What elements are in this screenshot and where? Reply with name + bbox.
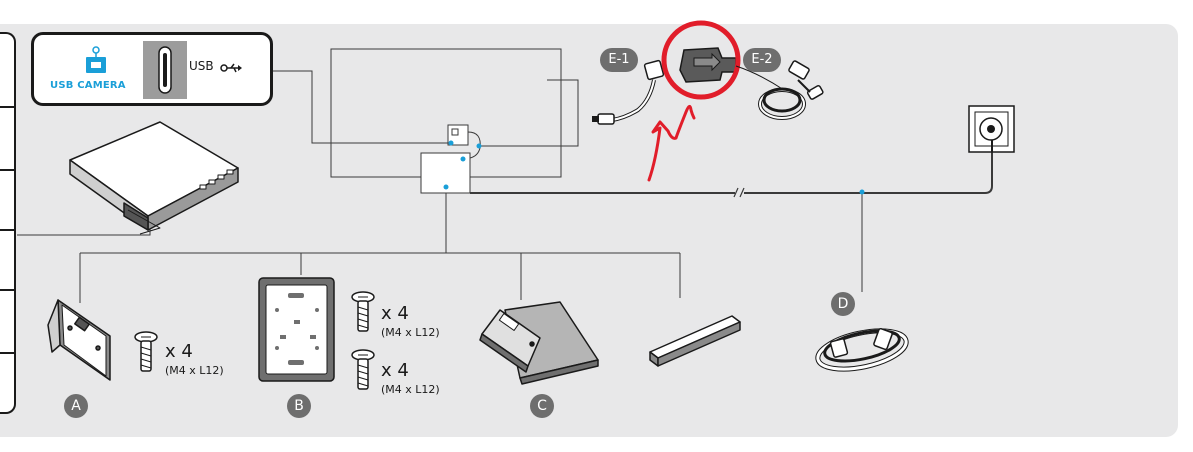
sidebar-divider <box>0 106 14 108</box>
wall-outlet-icon <box>968 105 1015 153</box>
cable-e2-icon <box>735 60 824 120</box>
callout-badge-c: C <box>530 394 554 418</box>
screw-b2-icon <box>351 349 375 390</box>
callout-badge-e1: E-1 <box>600 48 638 72</box>
usb-symbol-icon <box>220 63 242 73</box>
screw-a-icon <box>134 331 158 372</box>
sidebar-divider <box>0 169 14 171</box>
usb-camera-icon <box>86 46 106 73</box>
mini-pc-icon <box>69 121 239 235</box>
wall-bracket-a-icon <box>47 299 111 381</box>
screw-b1-quantity: x 4 <box>381 303 409 324</box>
screw-b1-icon <box>351 291 375 332</box>
sidebar-divider <box>0 289 14 291</box>
callout-badge-a: A <box>64 394 88 418</box>
sidebar-divider <box>0 229 14 231</box>
stand-bar-icon <box>649 315 741 367</box>
callout-badge-d: D <box>831 292 855 316</box>
power-cable <box>470 152 993 198</box>
callout-badge-e2: E-2 <box>743 48 781 72</box>
screw-b1-spec: (M4 x L12) <box>381 326 440 339</box>
usb-camera-label: USB CAMERA <box>50 80 126 91</box>
stand-c-icon <box>479 301 599 385</box>
cable-e1-icon <box>592 59 665 125</box>
sidebar-frame <box>0 32 16 414</box>
annotation-arrow <box>647 105 696 182</box>
screw-a-quantity: x 4 <box>165 341 193 362</box>
adapter-e2-icon <box>679 47 737 83</box>
highlight-circle <box>661 20 741 100</box>
usb-callout-art <box>86 41 242 99</box>
usb-port-label: USB <box>189 59 214 73</box>
screw-b2-spec: (M4 x L12) <box>381 383 440 396</box>
callout-badge-b: B <box>287 394 311 418</box>
usb-port-callout: USB CAMERA USB <box>31 32 273 106</box>
screw-a-spec: (M4 x L12) <box>165 364 224 377</box>
power-cord-d-icon <box>815 327 909 372</box>
vesa-plate-b-icon <box>258 277 335 382</box>
sidebar-divider <box>0 352 14 354</box>
connector-lines <box>17 70 863 303</box>
screw-b2-quantity: x 4 <box>381 360 409 381</box>
